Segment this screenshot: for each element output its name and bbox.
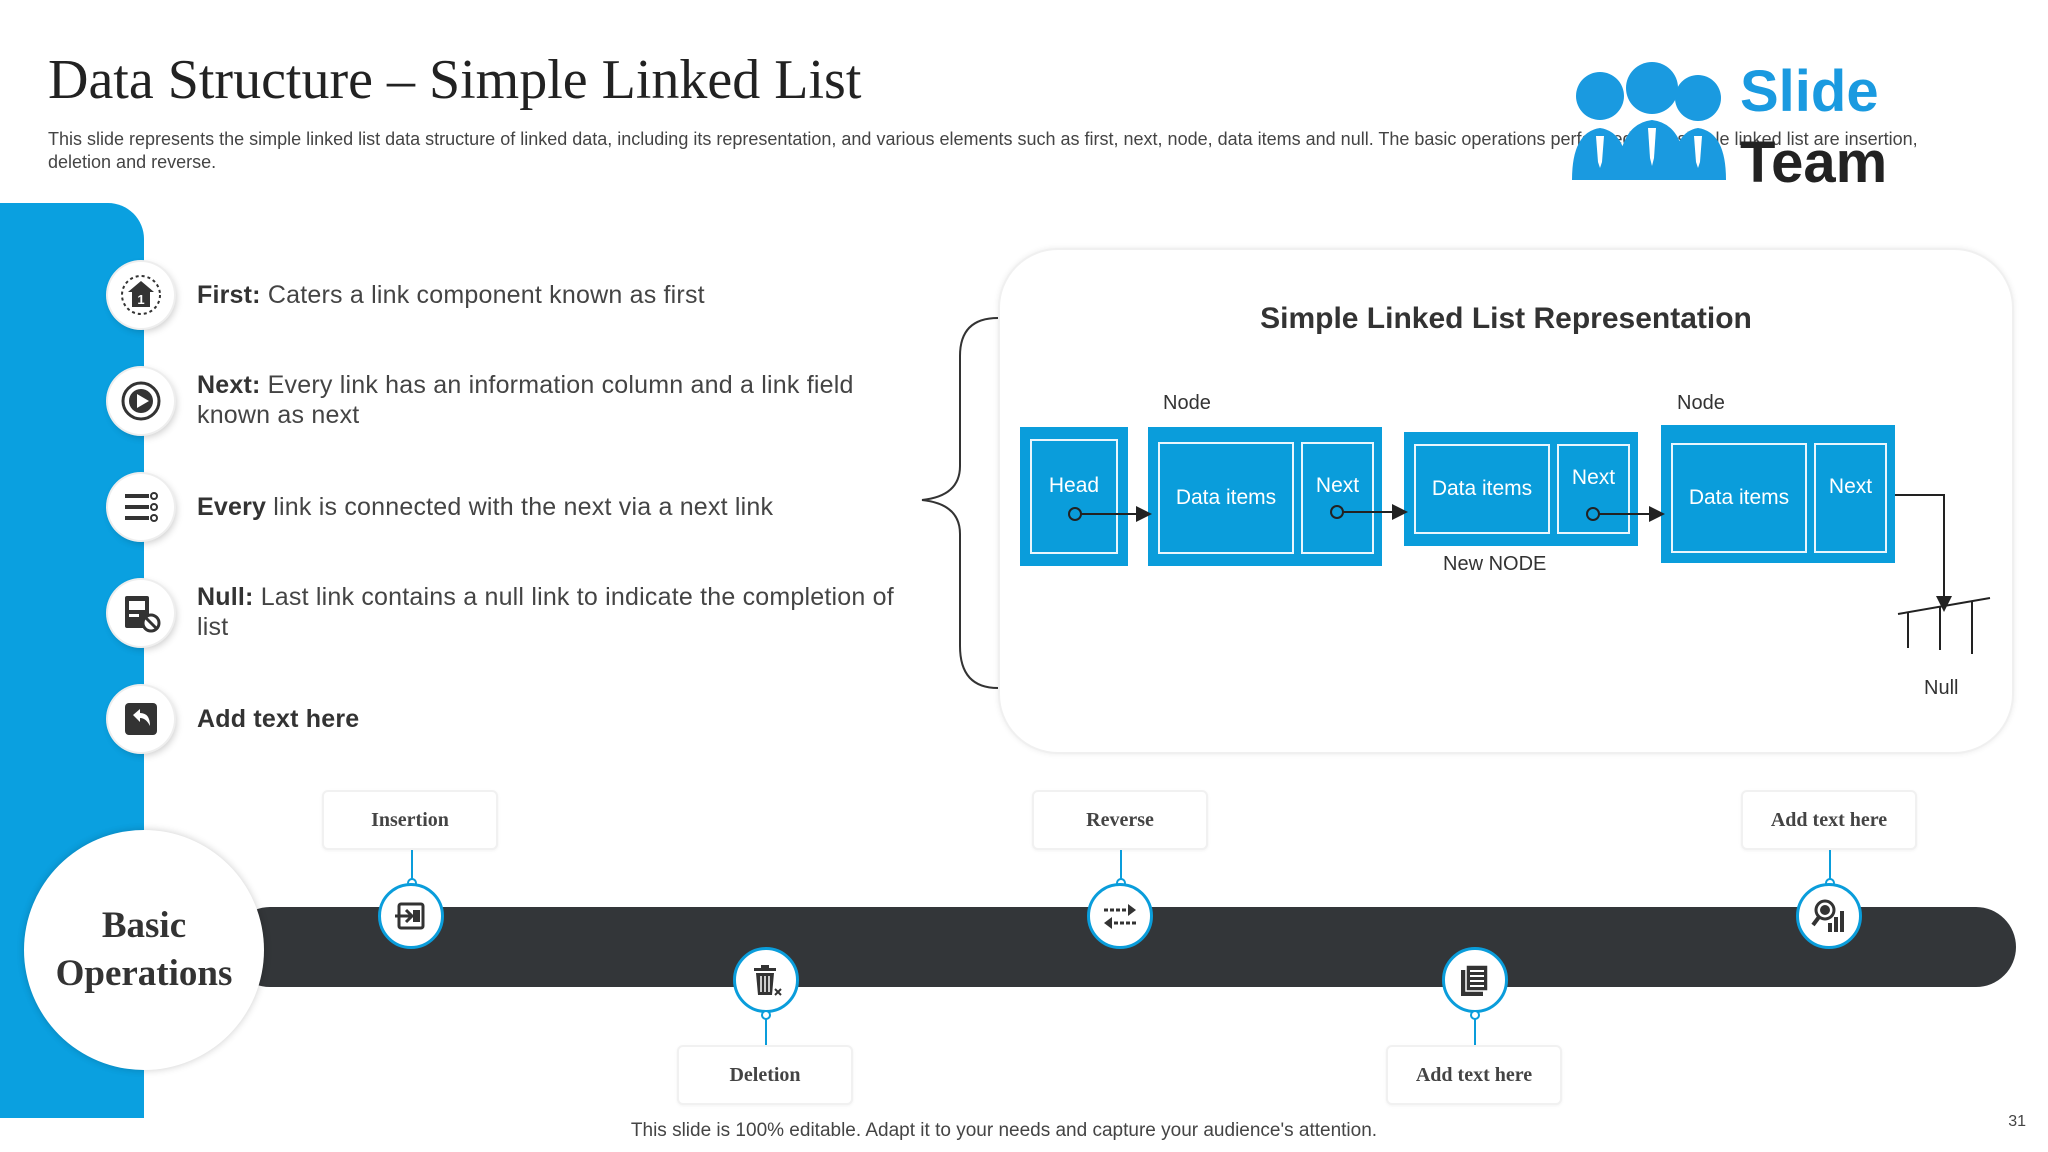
play-circle-icon (108, 368, 174, 434)
feature-every: Every link is connected with the next vi… (108, 474, 928, 540)
feature-every-text: Every link is connected with the next vi… (197, 493, 774, 521)
checklist-icon (108, 474, 174, 540)
curly-bracket (921, 317, 999, 689)
deletion-connector-dot (761, 1010, 771, 1020)
basic-operations-line-1: Basic (101, 905, 187, 946)
head-to-node-1-arrow (1068, 506, 1152, 522)
feature-next: Next: Every link has an information colu… (108, 368, 928, 434)
node-1: Data items Next (1148, 427, 1382, 566)
page-subtitle: This slide represents the simple linked … (48, 129, 1918, 172)
back-arrow-icon (108, 686, 174, 752)
add-text-bottom-label: Add text here (1386, 1045, 1562, 1105)
trash-icon (754, 965, 782, 996)
document-blocked-icon (108, 580, 174, 646)
page-title: Data Structure – Simple Linked List (48, 49, 862, 111)
insert-box-icon (395, 902, 425, 930)
feature-first: 1 First: Caters a link component known a… (108, 262, 928, 328)
node-2-next-cell: Next (1557, 444, 1630, 534)
reverse-label: Reverse (1032, 790, 1208, 850)
people-logo-icon (1572, 62, 1726, 180)
node-1-data-cell: Data items (1158, 442, 1294, 554)
head-cell: Head (1030, 439, 1118, 554)
home-badge-icon: 1 (108, 262, 174, 328)
add-text-top-node (1796, 883, 1862, 949)
node-3-next-cell: Next (1814, 443, 1887, 553)
node-3-to-null-arrow (1895, 494, 1952, 612)
deletion-node (733, 947, 799, 1013)
add-text-bottom-node (1442, 947, 1508, 1013)
node-1-to-node-2-arrow (1330, 504, 1408, 520)
node-label-2: Node (1677, 392, 1725, 414)
node-3-data-cell: Data items (1671, 443, 1807, 553)
footer-text: This slide is 100% editable. Adapt it to… (630, 1120, 1378, 1141)
deletion-connector (765, 1013, 767, 1047)
new-node-label: New NODE (1443, 553, 1547, 575)
null-ground-icon (1897, 597, 1991, 654)
basic-operations-line-2: Operations (55, 953, 233, 994)
null-label: Null (1924, 677, 1959, 699)
insertion-node (378, 883, 444, 949)
feature-add-text-label: Add text here (197, 705, 360, 733)
feature-add-text: Add text here (108, 686, 928, 752)
node-2-to-node-3-arrow (1586, 506, 1665, 522)
node-1-next-cell: Next (1301, 442, 1374, 554)
deletion-label: Deletion (677, 1045, 853, 1105)
feature-null-text: Null: Last link contains a null link to … (197, 583, 894, 641)
node-2-data-cell: Data items (1414, 444, 1550, 534)
search-analytics-icon (1811, 899, 1844, 932)
node-2: Data items Next (1404, 432, 1638, 546)
add-text-bottom-connector (1474, 1013, 1476, 1047)
feature-null: Null: Last link contains a null link to … (108, 580, 928, 646)
logo-text-slide: Slide (1740, 59, 1879, 124)
swap-arrows-icon (1104, 904, 1136, 929)
node-3: Data items Next (1661, 425, 1895, 563)
svg-text:1: 1 (137, 292, 144, 307)
reverse-node (1087, 883, 1153, 949)
feature-next-text: Next: Every link has an information colu… (197, 371, 854, 429)
add-text-top-label: Add text here (1741, 790, 1917, 850)
feature-first-text: First: Caters a link component known as … (197, 281, 705, 309)
logo-text-team: Team (1740, 130, 1888, 195)
add-text-bottom-connector-dot (1470, 1010, 1480, 1020)
page-number: 31 (2008, 1113, 2026, 1130)
node-label-1: Node (1163, 392, 1211, 414)
representation-title: Simple Linked List Representation (1260, 302, 1752, 335)
head-node: Head (1020, 427, 1128, 566)
slideteam-logo: Slide Team (1568, 52, 1898, 192)
document-stack-icon (1461, 964, 1489, 996)
insertion-label: Insertion (322, 790, 498, 850)
